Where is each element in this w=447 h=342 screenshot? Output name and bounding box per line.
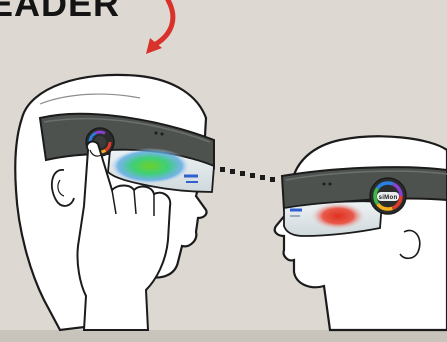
color-ring-button-icon: siMon xyxy=(370,178,406,214)
brand-label: siMon xyxy=(379,195,398,201)
leader-caption: LEADER xyxy=(0,0,120,22)
bottom-strip xyxy=(0,330,447,342)
